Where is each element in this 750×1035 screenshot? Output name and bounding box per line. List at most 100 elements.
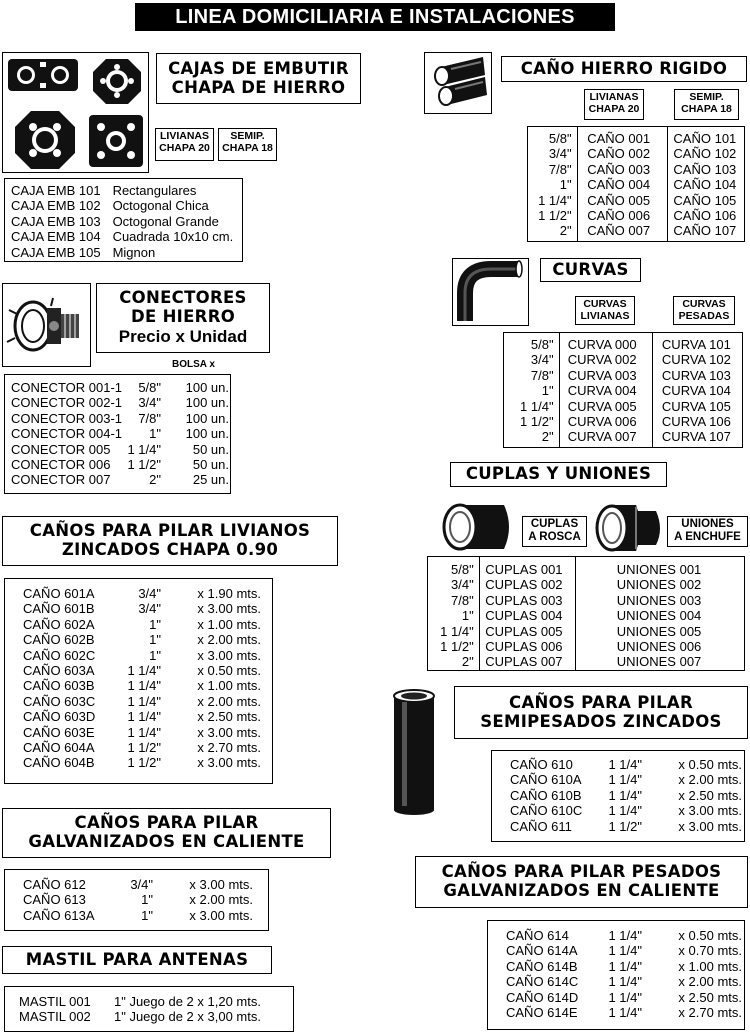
cell-len: x 2.70 mts.	[678, 1005, 742, 1021]
cell-len: x 3.00 mts.	[678, 803, 742, 819]
cell-len: x 0.50 mts.	[678, 757, 742, 772]
cajas-title-line2: CHAPA DE HIERRO	[171, 77, 346, 97]
cell-code: CAÑO 602B	[23, 632, 95, 648]
cell-b: UNIONES 006	[616, 639, 702, 655]
cell-size: 1 1/4"	[608, 787, 642, 803]
cell-size: 1 1/2"	[538, 208, 572, 224]
cell-b: CURVA 102	[661, 352, 731, 368]
cell-size: 1 1/4"	[127, 441, 161, 457]
cell-code: CONECTOR 003-1	[11, 410, 123, 426]
cell-size: 1 1/4"	[127, 709, 161, 725]
cell-size: 5/8"	[138, 380, 161, 395]
cell-len: x 1.90 mts.	[197, 586, 261, 601]
cajas-tag-semip: SEMIP.CHAPA 18	[218, 128, 277, 161]
cell-b: CURVA 105	[661, 398, 731, 414]
conectores-title: CONECTORES DE HIERRO Precio x Unidad	[96, 283, 270, 353]
cell-qty: 100 un.	[185, 410, 229, 426]
cell-desc: 1" Juego de 2 x 3,00 mts.	[114, 1009, 261, 1025]
cell-code: CAÑO 601A	[23, 586, 95, 601]
cell-a: CURVA 004	[567, 383, 637, 399]
cell-a: CUPLAS 005	[485, 623, 563, 639]
cell-size: 2"	[541, 429, 554, 445]
cell-qty: 100 un.	[185, 395, 229, 411]
cell-a: CUPLAS 002	[485, 577, 563, 593]
cell-len: x 1.00 mts.	[197, 678, 261, 694]
cell-code: MASTIL 002	[19, 1009, 91, 1025]
cano-rigido-title: CAÑO HIERRO RIGIDO	[501, 56, 747, 82]
cell-size: 1 1/4"	[608, 772, 642, 788]
cell-size: 1"	[541, 383, 554, 399]
cell-b: CURVA 107	[661, 429, 731, 445]
connector-icon	[6, 297, 79, 352]
cell-a: CURVA 005	[567, 398, 637, 414]
pillar-pipe-icon	[393, 689, 435, 815]
pilar-livianos-title: CAÑOS PARA PILAR LIVIANOS ZINCADOS CHAPA…	[2, 516, 338, 566]
table-row: 1 1/4" CUPLAS 005 UNIONES 005	[428, 624, 744, 639]
cell-b: UNIONES 001	[616, 562, 702, 577]
cell-size: 5/8"	[451, 562, 474, 577]
cell-size: 2"	[461, 654, 474, 670]
cell-a: CAÑO 006	[587, 208, 651, 224]
cell-b: CURVA 101	[661, 337, 731, 352]
cell-len: x 3.00 mts.	[197, 755, 261, 771]
cell-len: x 2.50 mts.	[197, 709, 261, 725]
cell-b: UNIONES 005	[616, 623, 702, 639]
cell-code: CAÑO 603A	[23, 663, 95, 679]
cell-code: CAÑO 614D	[506, 989, 579, 1005]
cell-code: CAÑO 614E	[506, 1005, 578, 1021]
cell-size: 1 1/4"	[127, 693, 161, 709]
cell-len: x 0.50 mts.	[678, 928, 742, 943]
cell-size: 1 1/4"	[520, 398, 554, 414]
cell-code: CAÑO 614	[506, 928, 569, 943]
cell-len: x 2.00 mts.	[189, 892, 253, 908]
pipe-icon	[434, 57, 487, 106]
cell-code: CAÑO 610B	[510, 787, 582, 803]
table-row: MASTIL 002 1" Juego de 2 x 3,00 mts.	[19, 1009, 293, 1024]
cell-len: x 1.00 mts.	[197, 616, 261, 632]
cell-a: CURVA 006	[567, 414, 637, 430]
cell-code: CAÑO 610C	[510, 803, 583, 819]
cell-size: 1"	[141, 907, 153, 923]
cell-code: CAÑO 603C	[23, 693, 96, 709]
cell-size: 1 1/4"	[127, 678, 161, 694]
cell-b: CURVA 106	[661, 414, 731, 430]
cell-code: CAÑO 610	[510, 757, 573, 772]
curvas-image	[452, 258, 529, 326]
conectores-title-line1: CONECTORES	[119, 288, 247, 308]
pilar-pesados-title: CAÑOS PARA PILAR PESADOS GALVANIZADOS EN…	[415, 856, 748, 908]
union-icon	[595, 504, 660, 552]
cell-code: CONECTOR 007	[11, 472, 111, 488]
cell-size: 1 1/4"	[127, 724, 161, 740]
cell-size: 1 1/4"	[440, 623, 474, 639]
cell-size: 1 1/4"	[608, 989, 642, 1005]
cell-a: CURVA 000	[567, 337, 637, 352]
cell-code: CAÑO 613A	[23, 907, 95, 923]
cell-size: 1"	[149, 426, 161, 442]
cano-rigido-image	[424, 52, 492, 114]
cell-desc: 1" Juego de 2 x 1,20 mts.	[114, 994, 261, 1009]
